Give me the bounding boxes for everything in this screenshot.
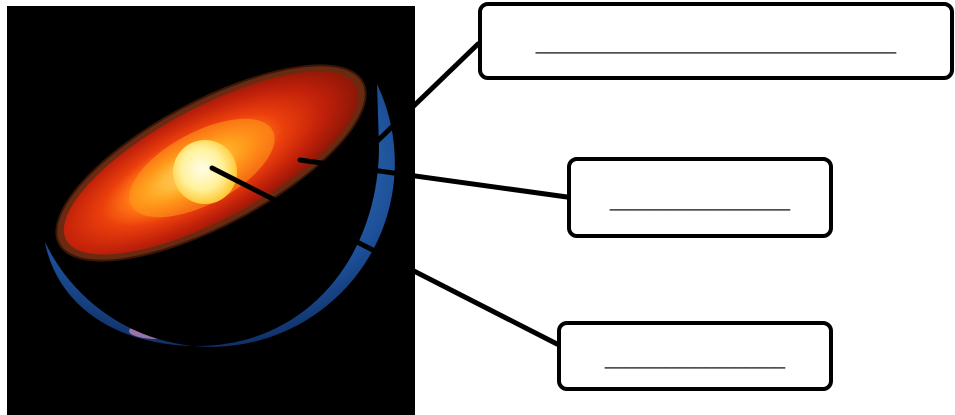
label-box-core[interactable]: __________________ <box>557 321 833 391</box>
label-box-mantle[interactable]: __________________ <box>567 157 833 238</box>
inner-core <box>173 140 237 204</box>
earth-cross-section-image <box>7 6 415 415</box>
label-box-crust[interactable]: ____________________________________ <box>478 2 954 80</box>
answer-blank-mantle[interactable]: __________________ <box>571 191 829 212</box>
answer-blank-core[interactable]: __________________ <box>561 349 829 370</box>
answer-blank-crust[interactable]: ____________________________________ <box>482 34 950 55</box>
earth-illustration <box>7 6 415 415</box>
